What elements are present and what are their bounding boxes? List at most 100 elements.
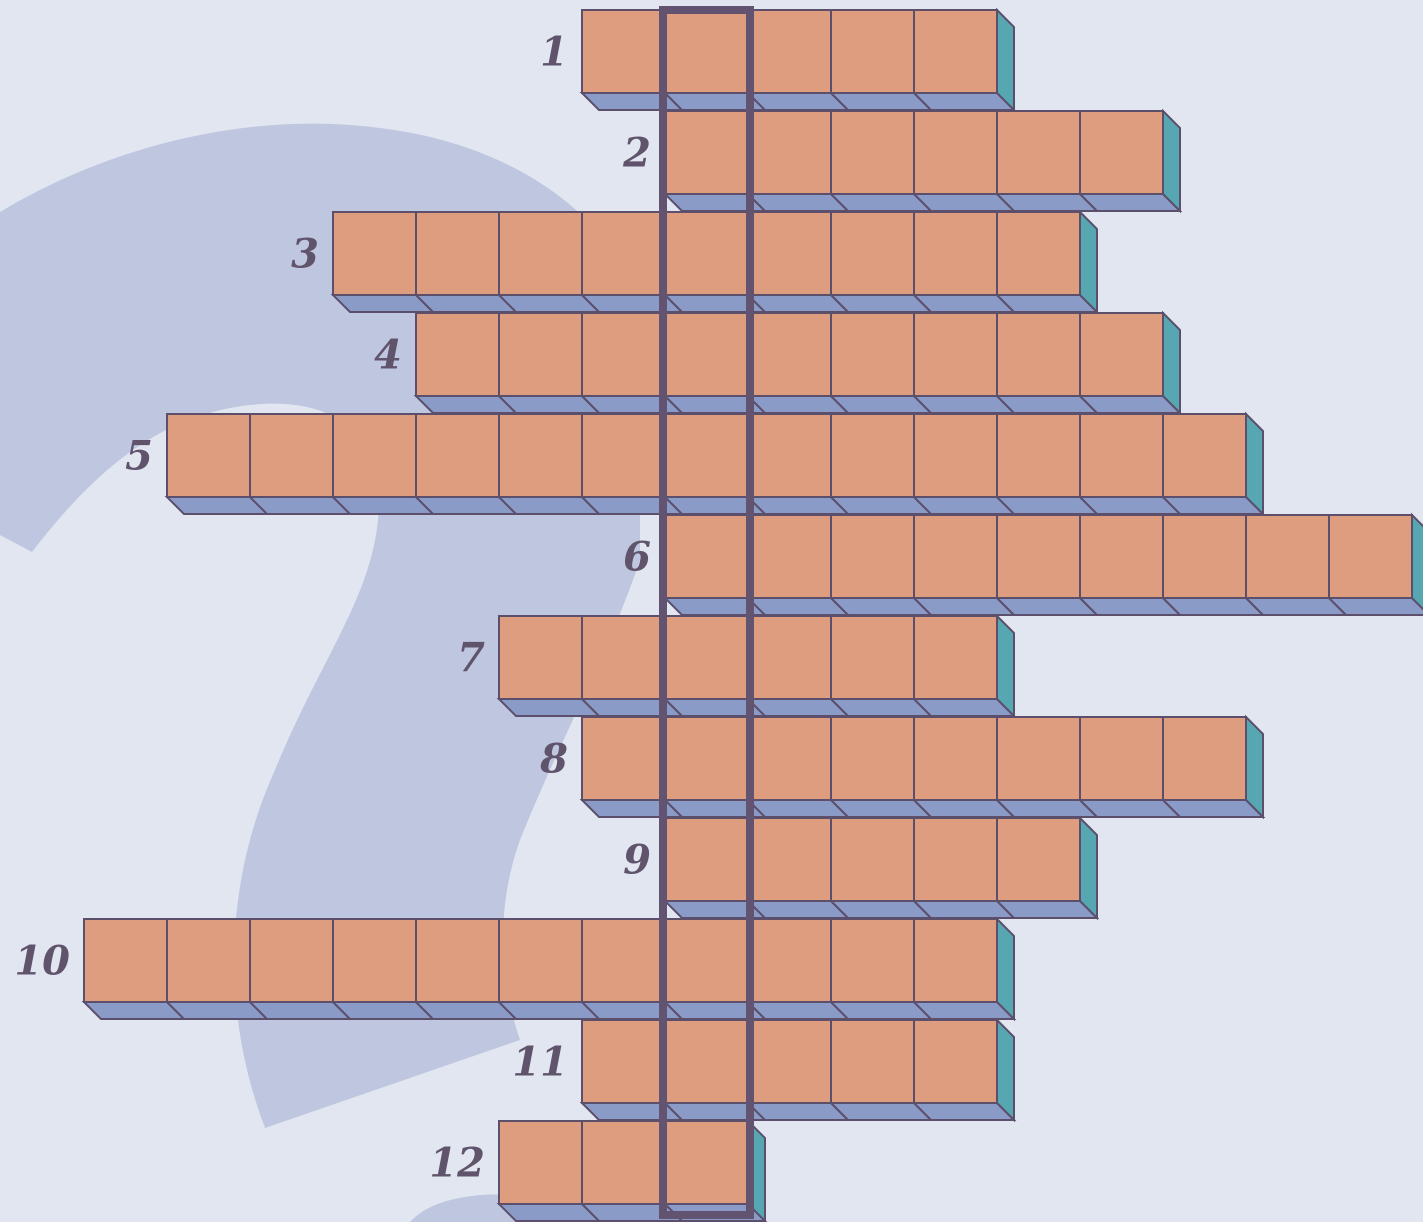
crossword-cell[interactable] — [914, 10, 1014, 110]
cell-front-face — [582, 1121, 665, 1204]
row-number-label: 2 — [622, 130, 651, 177]
cell-front-face — [748, 616, 831, 699]
cell-side-face — [997, 10, 1014, 110]
cell-front-face — [748, 111, 831, 194]
crossword-row-5: 5 — [125, 414, 1263, 514]
cell-front-face — [499, 919, 582, 1002]
cell-front-face — [665, 10, 748, 93]
cell-front-face — [831, 1020, 914, 1103]
cell-front-face — [1080, 717, 1163, 800]
cell-front-face — [665, 212, 748, 295]
crossword-cell[interactable] — [914, 919, 1014, 1019]
cell-front-face — [748, 515, 831, 598]
cell-front-face — [1246, 515, 1329, 598]
cell-front-face — [831, 616, 914, 699]
cell-side-face — [997, 919, 1014, 1019]
cell-front-face — [1080, 515, 1163, 598]
row-number-label: 3 — [291, 231, 319, 278]
cell-front-face — [831, 10, 914, 93]
cell-front-face — [748, 10, 831, 93]
cell-side-face — [1163, 111, 1180, 211]
crossword-cell[interactable] — [1329, 515, 1423, 615]
cell-side-face — [997, 1020, 1014, 1120]
cell-front-face — [665, 1121, 748, 1204]
cell-front-face — [582, 616, 665, 699]
cell-front-face — [333, 414, 416, 497]
cell-front-face — [997, 212, 1080, 295]
cell-front-face — [582, 414, 665, 497]
crossword-cell[interactable] — [1163, 717, 1263, 817]
row-number-label: 10 — [14, 938, 70, 985]
cell-front-face — [748, 313, 831, 396]
crossword-row-11: 11 — [512, 1020, 1014, 1120]
crossword-cell[interactable] — [997, 818, 1097, 918]
cell-front-face — [1080, 313, 1163, 396]
row-number-label: 7 — [457, 635, 485, 682]
crossword-cell[interactable] — [1080, 111, 1180, 211]
crossword-cell[interactable] — [997, 212, 1097, 312]
cell-bottom-face — [1329, 598, 1423, 615]
cell-front-face — [582, 212, 665, 295]
cell-front-face — [665, 919, 748, 1002]
cell-front-face — [831, 515, 914, 598]
row-number-label: 9 — [623, 837, 651, 884]
crossword-cell[interactable] — [1080, 313, 1180, 413]
cell-front-face — [831, 818, 914, 901]
cell-side-face — [1412, 515, 1423, 615]
cell-front-face — [1080, 111, 1163, 194]
cell-side-face — [1163, 313, 1180, 413]
row-number-label: 12 — [429, 1140, 485, 1187]
cell-front-face — [665, 111, 748, 194]
cell-front-face — [499, 1121, 582, 1204]
crossword-row-4: 4 — [374, 313, 1180, 413]
cell-front-face — [748, 818, 831, 901]
crossword-cell[interactable] — [914, 1020, 1014, 1120]
crossword-row-1: 1 — [540, 10, 1014, 110]
row-number-label: 8 — [539, 736, 568, 783]
cell-front-face — [914, 919, 997, 1002]
cell-front-face — [831, 313, 914, 396]
cell-front-face — [1080, 414, 1163, 497]
cell-front-face — [499, 616, 582, 699]
cell-front-face — [84, 919, 167, 1002]
cell-front-face — [333, 212, 416, 295]
cell-front-face — [665, 313, 748, 396]
cell-front-face — [665, 616, 748, 699]
crossword-row-3: 3 — [291, 212, 1097, 312]
cell-front-face — [416, 414, 499, 497]
row-number-label: 11 — [512, 1039, 568, 1086]
crossword-row-2: 2 — [622, 111, 1180, 211]
cell-front-face — [250, 414, 333, 497]
cell-side-face — [1080, 818, 1097, 918]
cell-front-face — [997, 111, 1080, 194]
cell-front-face — [416, 212, 499, 295]
cell-front-face — [665, 818, 748, 901]
cell-front-face — [831, 111, 914, 194]
cell-front-face — [582, 919, 665, 1002]
crossword-cell[interactable] — [1163, 414, 1263, 514]
cell-front-face — [997, 414, 1080, 497]
cell-front-face — [914, 515, 997, 598]
cell-front-face — [997, 818, 1080, 901]
cell-front-face — [914, 414, 997, 497]
cell-side-face — [1080, 212, 1097, 312]
cell-front-face — [997, 717, 1080, 800]
row-number-label: 6 — [623, 534, 651, 581]
cell-front-face — [665, 414, 748, 497]
cell-front-face — [582, 10, 665, 93]
cell-front-face — [665, 1020, 748, 1103]
crossword-row-9: 9 — [623, 818, 1097, 918]
cell-front-face — [333, 919, 416, 1002]
cell-front-face — [582, 717, 665, 800]
cell-front-face — [665, 717, 748, 800]
cell-front-face — [914, 212, 997, 295]
cell-front-face — [416, 313, 499, 396]
crossword-row-10: 10 — [14, 919, 1014, 1019]
cell-front-face — [831, 414, 914, 497]
cell-side-face — [997, 616, 1014, 716]
crossword-cell[interactable] — [914, 616, 1014, 716]
cell-front-face — [665, 515, 748, 598]
cell-front-face — [499, 414, 582, 497]
cell-front-face — [997, 313, 1080, 396]
